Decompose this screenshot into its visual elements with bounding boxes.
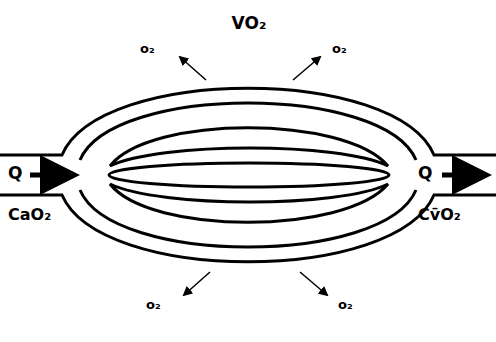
content-label: CaO₂	[8, 206, 51, 224]
flow-label: Q	[418, 164, 432, 183]
content-label: Cv̄O₂	[418, 206, 461, 224]
oxygen-arrow	[180, 57, 327, 295]
oxygen-label: o₂	[338, 298, 353, 312]
oxygen-label: o₂	[140, 42, 155, 56]
rate-label: VO₂	[232, 14, 267, 33]
oxygen-label: o₂	[146, 298, 161, 312]
flow-label: Q	[8, 164, 22, 183]
flow-arrow	[30, 173, 482, 178]
vessel-outline	[0, 88, 496, 262]
oxygen-label: o₂	[332, 42, 347, 56]
